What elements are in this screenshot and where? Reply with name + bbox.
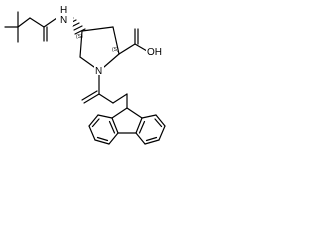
bond-left-2 [88, 114, 99, 127]
amine-n-label: N [60, 15, 67, 26]
boc-carbamate [29, 17, 58, 42]
bond-o-to-ch2 [112, 93, 128, 104]
bond-right-inner-2 [145, 136, 158, 142]
bond-left-inner-2 [96, 136, 109, 142]
bond-right-inner-1 [154, 118, 163, 128]
bond-c3-c2 [112, 26, 120, 55]
hydroxyl-label: OH [147, 47, 162, 58]
amine-h-label: H [60, 5, 67, 16]
bond-carbonyl-to-o [98, 93, 114, 104]
hash-3 [72, 22, 80, 27]
bond-left-1 [97, 114, 113, 119]
bond-left-4 [94, 139, 110, 145]
bond-left-5 [108, 132, 119, 145]
bond-n1-c5 [79, 56, 95, 68]
bond-right-inner-3 [138, 120, 146, 134]
bond-left-inner-3 [108, 120, 116, 134]
bond-c4-c3 [81, 26, 114, 32]
bond-c5-c4 [79, 30, 83, 58]
stereo-label-c4: (S) [76, 34, 83, 40]
bond-right-1 [141, 114, 157, 119]
bond-carbonyl-to-nh [43, 17, 58, 28]
ring-n-label: N [95, 66, 102, 77]
bond-fmoc-double-1 [83, 93, 100, 104]
bond-c9-c9a [111, 107, 128, 119]
atom-labels: H N N OH (S) (S) [56, 4, 164, 77]
hydroxyl-label-bg [146, 45, 164, 57]
bond-right-2 [155, 114, 166, 127]
bond-right-5 [135, 132, 146, 145]
fluorene-group [88, 107, 166, 145]
tert-butyl-group [4, 11, 31, 43]
bond-c8a-c4b [135, 117, 143, 134]
fmoc-carbamate [81, 74, 128, 109]
ring-n-label-bg [94, 64, 104, 75]
bond-right-4 [144, 139, 160, 145]
bond-c2-n1 [103, 53, 120, 68]
bond-tbu-ether-o [17, 17, 31, 28]
bond-right-3 [158, 125, 166, 141]
bond-left-3 [88, 125, 96, 141]
molecule-drawing: H N N OH (S) (S) [4, 4, 166, 145]
bond-left-inner-1 [91, 118, 100, 128]
bond-c9-c8a [126, 107, 143, 119]
bond-c9a-c4a [111, 117, 119, 134]
pyrrolidine-ring [79, 26, 120, 68]
hash-5 [74, 28, 86, 35]
carboxylic-acid [118, 28, 148, 55]
bond-c2-cooh [118, 43, 136, 55]
hash-4 [73, 25, 83, 31]
stereo-label-c2: (S) [112, 47, 119, 53]
structure-diagram: H N N OH (S) (S) [0, 0, 190, 176]
bond-o-to-carbonyl [29, 17, 45, 28]
bond-cooh-oh [134, 43, 148, 52]
amine-label-bg [56, 4, 73, 26]
hashed-wedge-nh [70, 17, 86, 35]
bond-fmoc-double-2 [81, 90, 98, 101]
